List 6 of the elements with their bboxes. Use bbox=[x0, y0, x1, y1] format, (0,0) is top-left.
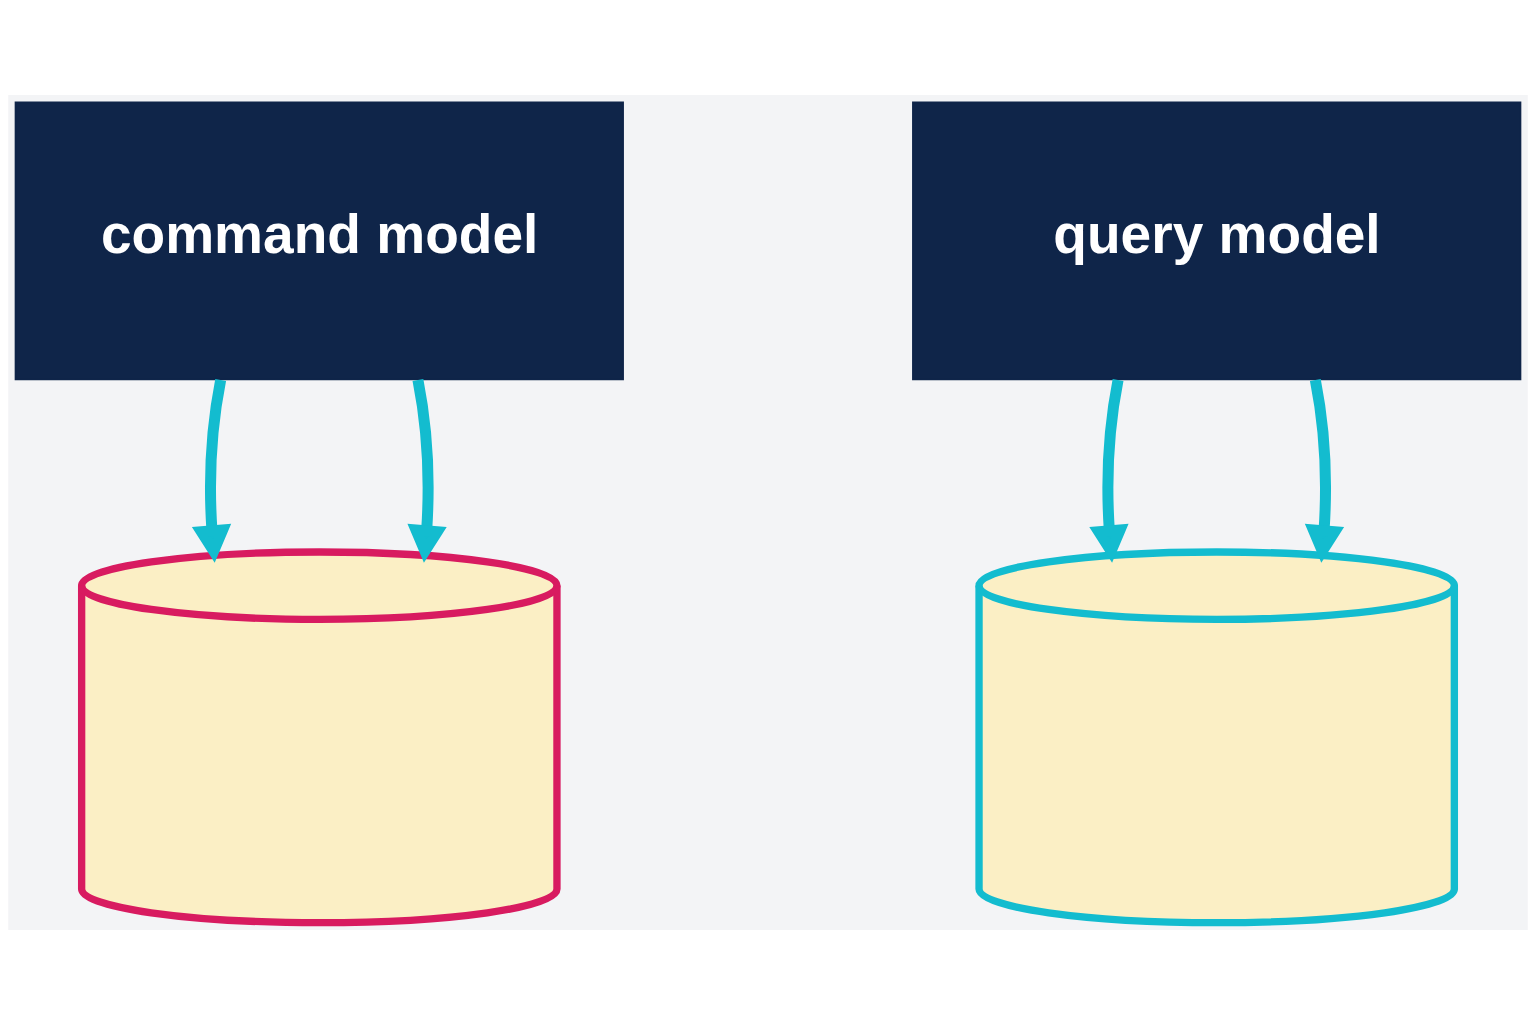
node-box: query model bbox=[912, 100, 1522, 380]
node-box: command model bbox=[14, 100, 624, 380]
arrow bbox=[1304, 378, 1345, 563]
arrow bbox=[191, 378, 232, 563]
arrow bbox=[407, 378, 447, 563]
arrow bbox=[1089, 378, 1129, 563]
